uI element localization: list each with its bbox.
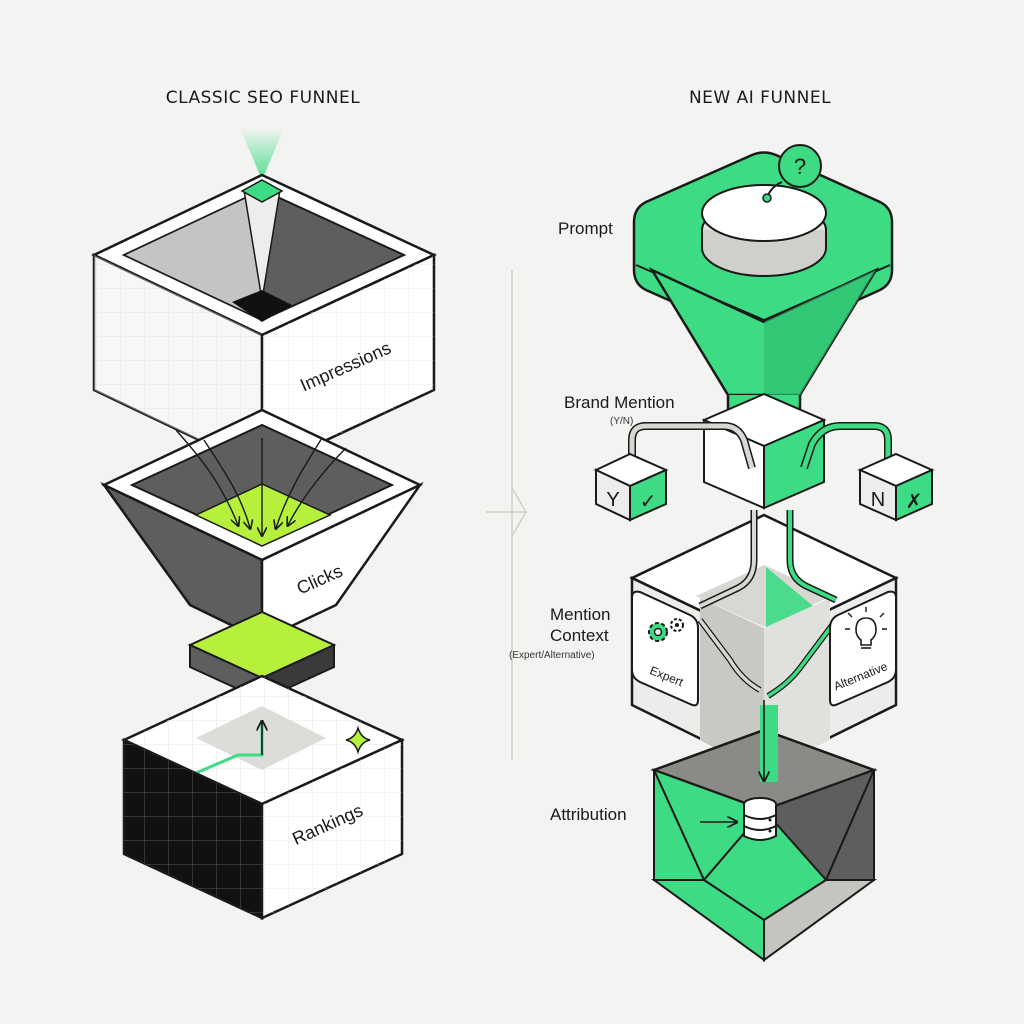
- prompt-label: Prompt: [558, 219, 613, 238]
- attribution-label: Attribution: [550, 805, 627, 824]
- yes-letter: Y: [606, 489, 619, 511]
- question-bubble-icon: [778, 144, 822, 188]
- rankings-cube: Rankings: [121, 674, 406, 920]
- center-divider: [486, 270, 528, 760]
- no-cube: N ✗: [857, 452, 935, 522]
- light-beam: [240, 128, 284, 180]
- prompt-funnel: ? Prompt: [558, 144, 894, 422]
- database-icon: [743, 797, 777, 841]
- brand-mention-sub: (Y/N): [610, 416, 633, 427]
- no-letter: N: [871, 489, 885, 511]
- funnel-connector-block: [187, 610, 337, 702]
- mention-context-label-2: Context: [550, 626, 609, 645]
- clicks-funnel: Clicks: [100, 408, 424, 642]
- lightbulb-icon: [845, 607, 887, 649]
- sparkle-icon: [345, 725, 371, 755]
- check-icon: ✓: [640, 491, 657, 513]
- question-mark: ?: [794, 154, 806, 179]
- mention-context-sub: (Expert/Alternative): [509, 650, 595, 661]
- attribution-block: Attribution: [550, 700, 878, 962]
- mention-context-label-1: Mention: [550, 605, 610, 624]
- brand-mention-label: Brand Mention: [564, 393, 675, 412]
- gears-icon: [648, 618, 684, 642]
- yes-cube: Y ✓: [593, 452, 669, 522]
- brand-mention-stage: Brand Mention (Y/N) Y ✓ N ✗: [564, 392, 935, 522]
- mention-context-box: Expert Alternative Mention Context (Expe…: [509, 510, 899, 773]
- cross-icon: ✗: [906, 491, 923, 513]
- right-title: NEW AI FUNNEL: [689, 88, 831, 108]
- impressions-box: Impressions: [91, 128, 437, 472]
- left-title: CLASSIC SEO FUNNEL: [166, 88, 360, 108]
